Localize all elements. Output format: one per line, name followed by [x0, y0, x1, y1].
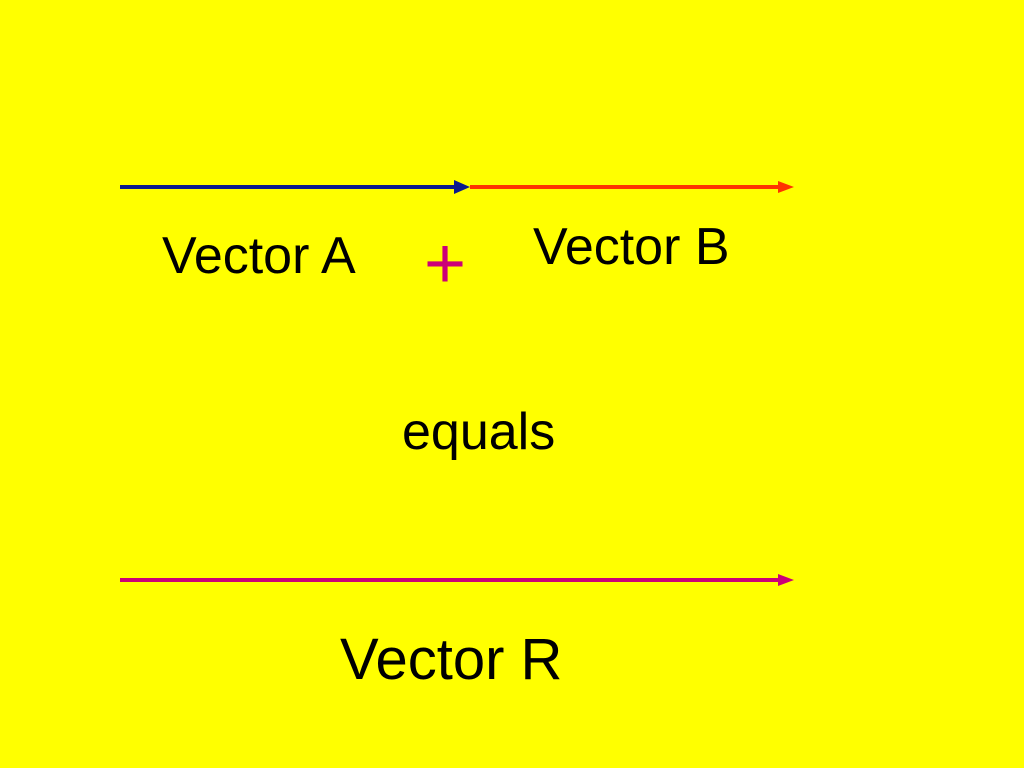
plus-sign: + [424, 224, 467, 304]
vector-a-arrow [120, 180, 470, 194]
vector-r-arrow [120, 574, 794, 586]
vector-a-label: Vector A [162, 227, 356, 285]
equals-label: equals [402, 403, 556, 461]
vector-b-arrow [470, 181, 794, 193]
vector-r-label: Vector R [340, 627, 563, 692]
vector-b-label: Vector B [533, 218, 730, 276]
